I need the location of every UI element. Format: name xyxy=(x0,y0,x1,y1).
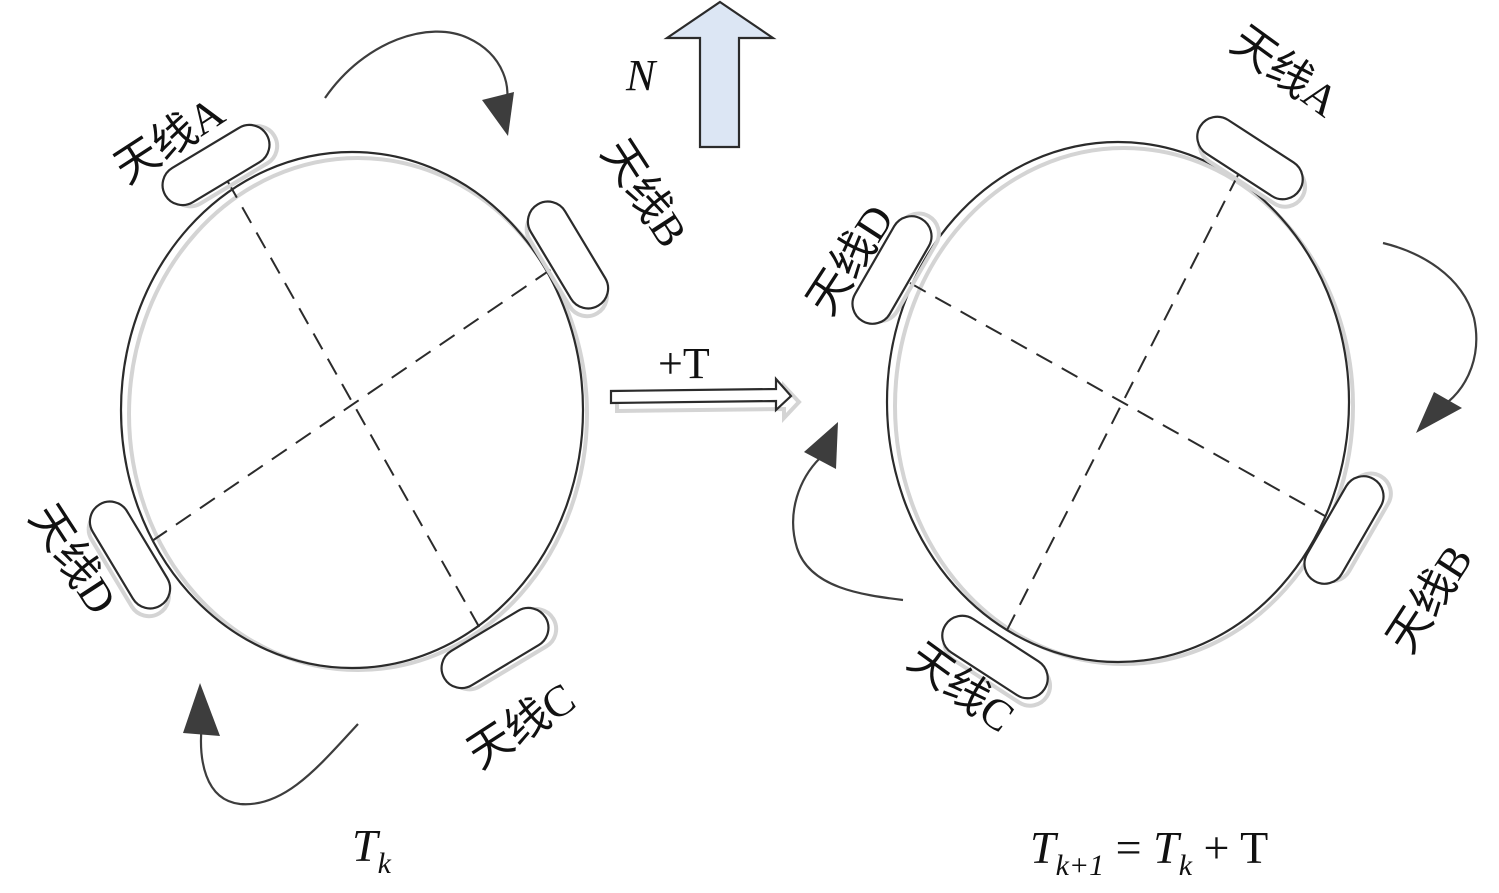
right-rotation-arrowhead-left xyxy=(804,422,838,469)
left-time-label: Tk xyxy=(352,820,392,880)
right-antenna-d xyxy=(851,211,941,325)
shift-label: +T xyxy=(658,339,710,388)
right-rotation-arrow-right xyxy=(1382,241,1478,403)
left-antenna-d xyxy=(86,500,172,619)
left-rotation-arrowhead-bottom xyxy=(183,683,220,736)
left-circle-shadow xyxy=(127,156,589,672)
time-shift: +T xyxy=(609,339,802,424)
right-rotation-arrowhead-right xyxy=(1416,392,1462,433)
right-antenna-c xyxy=(941,614,1053,708)
right-body-circle xyxy=(885,140,1351,664)
left-axis-a-c xyxy=(227,181,483,633)
right-time-label: Tk+1 = Tk + T xyxy=(1030,822,1268,882)
right-axis-a-c xyxy=(1003,174,1239,637)
left-rotation-arrowhead-top xyxy=(482,92,514,136)
left-rotation-arrow-top xyxy=(324,30,509,109)
left-rotation-arrow-bottom xyxy=(199,721,359,806)
left-antenna-a xyxy=(161,123,280,209)
right-circle-shadow xyxy=(893,146,1355,666)
left-antenna-c xyxy=(440,606,559,692)
right-antenna-a-label: 天线A xyxy=(1222,16,1348,126)
right-state: 天线A 天线B 天线C 天线D Tk+1 = Tk + T xyxy=(792,16,1482,882)
right-antenna-b xyxy=(1303,471,1393,585)
shift-arrow xyxy=(609,376,793,413)
right-antenna-a xyxy=(1196,115,1308,209)
left-antenna-b xyxy=(524,200,610,319)
left-axis-d-b xyxy=(151,267,554,542)
right-axis-d-b xyxy=(909,282,1326,517)
right-rotation-arrow-left xyxy=(792,457,904,602)
left-state: 天线A 天线B 天线C 天线D Tk xyxy=(20,30,697,880)
right-antenna-b-label: 天线B xyxy=(1377,536,1482,661)
left-body-circle xyxy=(119,150,585,670)
north-indicator: N xyxy=(625,0,777,149)
left-antenna-b-label: 天线B xyxy=(592,131,697,256)
north-label: N xyxy=(625,51,658,100)
north-arrow xyxy=(663,0,777,149)
